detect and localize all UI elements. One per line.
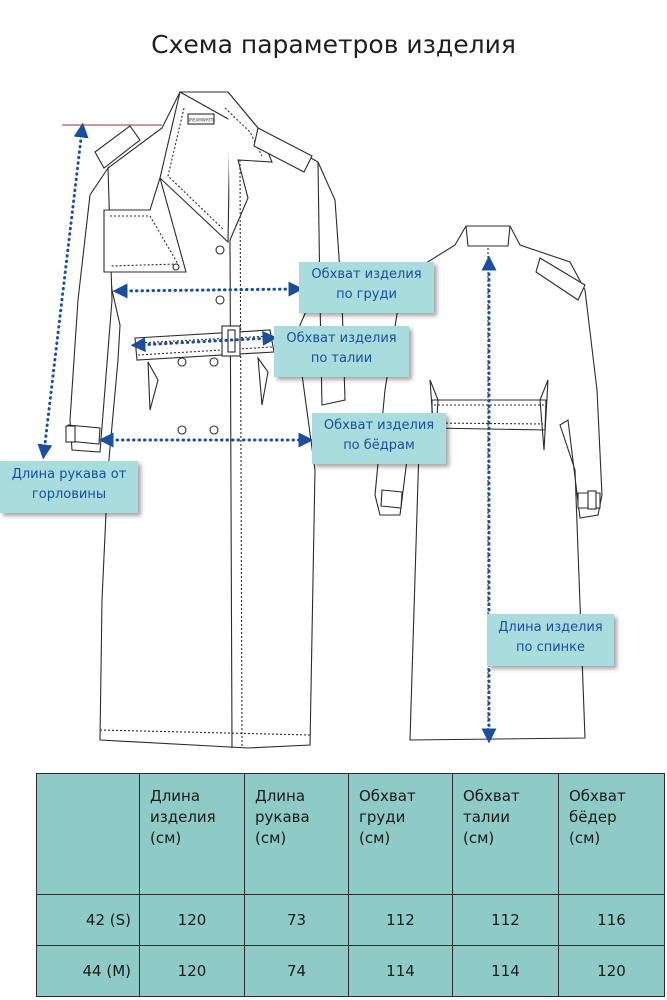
front-view: DREAMWHITE [65,91,346,749]
table-row: 42 (S) 120 73 112 112 116 [36,894,665,946]
chest-cell: 114 [348,945,453,997]
chest-measure-line [112,281,304,299]
length-cell: 120 [139,894,245,946]
hips-cell: 120 [558,945,665,997]
page-title: Схема параметров изделия [151,30,516,59]
measurement-lines [37,122,497,744]
waist-measure-line [130,330,278,353]
header-cell-size [36,773,140,895]
size-cell: 42 (S) [36,894,140,946]
length-cell: 120 [139,945,245,997]
table-row: 44 (M) 120 74 114 114 120 [36,945,665,997]
sleeve-cell: 74 [244,945,349,997]
brand-label-text: DREAMWHITE [187,118,215,123]
size-cell: 44 (M) [36,945,140,997]
sleeve-cell: 73 [244,894,349,946]
chest-cell: 112 [348,894,453,946]
waist-cell: 112 [452,894,559,946]
coat-technical-drawing: DREAMWHITE [37,91,603,749]
sleeve-measure-line [37,122,89,460]
waist-cell: 114 [452,945,559,997]
hips-cell: 116 [558,894,665,946]
